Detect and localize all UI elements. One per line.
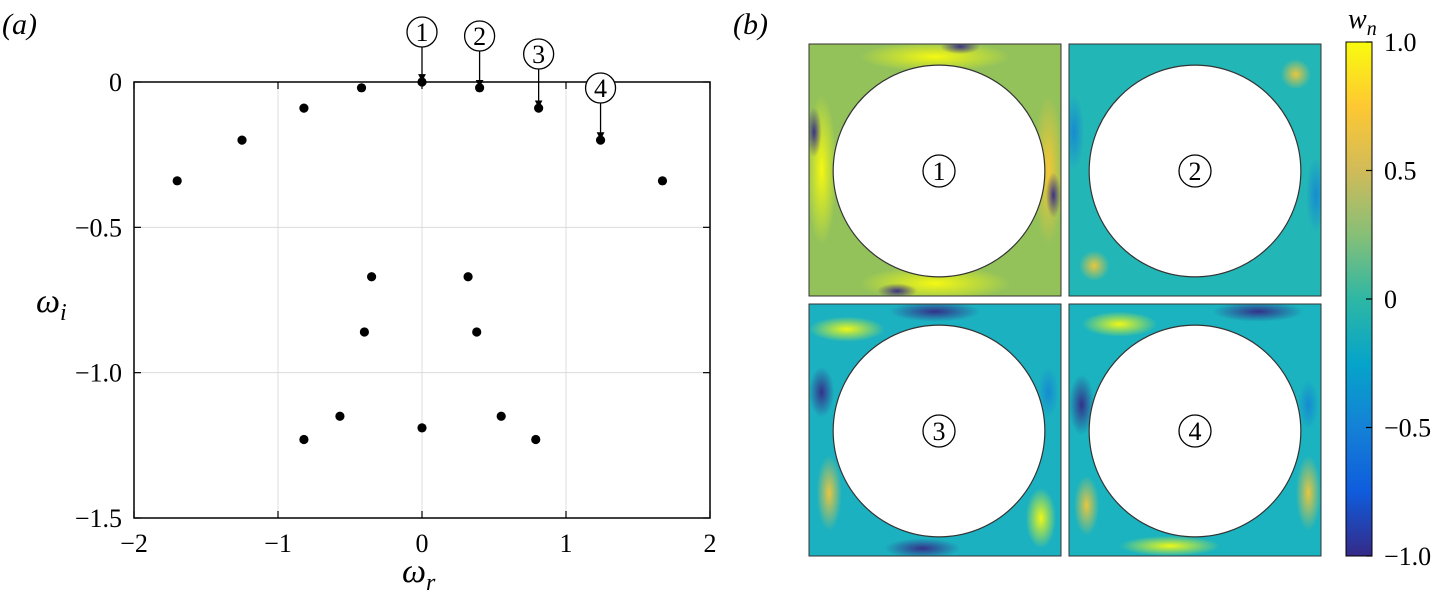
- y-tick-label: −0.5: [75, 213, 122, 242]
- mode-marker-label: 1: [416, 18, 429, 47]
- field-blob: [940, 44, 981, 55]
- field-blob: [1069, 94, 1085, 170]
- eigenvalue-point: [172, 176, 182, 186]
- mode-marker-label: 1: [933, 157, 946, 186]
- field-blob: [1045, 172, 1061, 218]
- mode-marker-label: 2: [1189, 157, 1202, 186]
- panel-b-fields: (b) 1 2 3 4 1.0 0.5 0 −0.5 −1.0 wn: [733, 4, 1431, 571]
- x-tick-label: 1: [560, 529, 573, 558]
- field-blob: [1074, 475, 1100, 536]
- x-tick-label: 2: [704, 529, 717, 558]
- mode-marker-circle: [922, 414, 956, 448]
- mode-marker-label: 2: [473, 22, 486, 51]
- eigenvalue-point: [595, 135, 606, 145]
- eigenvalue-point: [335, 411, 345, 421]
- x-tick-label: 0: [416, 529, 429, 558]
- field-blob: [1212, 304, 1304, 322]
- mode-annotations: 1 2 3 4: [406, 16, 617, 141]
- colorbar-ticks: 1.0 0.5 0 −0.5 −1.0: [1366, 28, 1431, 571]
- colorbar: 1.0 0.5 0 −0.5 −1.0 wn: [1345, 4, 1431, 571]
- field-blob: [1081, 311, 1158, 337]
- field-pattern: [1069, 304, 1321, 556]
- eigenvalue-point: [417, 423, 427, 433]
- mode-marker-label: 3: [933, 417, 946, 446]
- field-blob: [889, 304, 981, 322]
- field-blob: [809, 316, 885, 342]
- eigenvalue-point: [496, 411, 506, 421]
- mode-marker-label: 4: [1189, 417, 1202, 446]
- field-blob: [1038, 367, 1059, 418]
- field-blob: [1069, 374, 1095, 436]
- panel-a-scatter: (a) −2 −1 0 1 2 0 −0.5 −1.0 −1.5 1 2 3 4 ωr ωi: [2, 8, 717, 596]
- field-frame: [808, 43, 1062, 297]
- field-blob: [1079, 250, 1110, 281]
- field-blob: [1298, 379, 1319, 430]
- y-ticks: 0 −0.5 −1.0 −1.5: [75, 68, 710, 533]
- field-pattern: [809, 304, 1059, 556]
- y-tick-label: 0: [109, 68, 122, 97]
- field-tile: 2: [1068, 43, 1322, 297]
- mode-marker-circle: [1178, 414, 1212, 448]
- colorbar-label: wn: [1348, 4, 1377, 40]
- data-points: [172, 77, 668, 445]
- field-blob: [1119, 535, 1221, 556]
- x-tick-label: −1: [264, 529, 292, 558]
- colorbar-tick-label: 0: [1384, 285, 1397, 314]
- y-tick-label: −1.5: [75, 504, 122, 533]
- field-blob: [1305, 157, 1321, 233]
- panel-a-label: (a): [2, 8, 37, 41]
- x-axis-label: ωr: [402, 553, 436, 596]
- field-pattern: [809, 44, 1061, 296]
- eigenvalue-point: [531, 434, 541, 445]
- field-blob: [816, 455, 842, 531]
- mode-annotation: 4: [584, 72, 617, 141]
- eigenvalue-point: [534, 103, 544, 113]
- eigenvalue-point: [463, 272, 473, 282]
- eigenvalue-point: [299, 434, 309, 445]
- mode-annotation: 1: [406, 16, 438, 82]
- x-ticks: −2 −1 0 1 2: [120, 82, 717, 558]
- field-tile: 4: [1068, 303, 1322, 557]
- eigenvalue-point: [359, 327, 369, 337]
- eigenvalue-point: [417, 77, 427, 87]
- colorbar-tick-label: 1.0: [1384, 28, 1417, 57]
- field-blob: [1025, 487, 1056, 549]
- field-frame: [808, 303, 1062, 557]
- eigenvalue-point: [367, 272, 377, 282]
- field-blob: [877, 283, 918, 296]
- field-tile: 3: [808, 303, 1062, 557]
- mode-annotation: 2: [463, 20, 496, 88]
- mode-marker-label: 4: [594, 74, 607, 103]
- mode-marker-circle: [922, 154, 956, 188]
- y-axis-label: ωi: [36, 283, 67, 326]
- eigenvalue-point: [472, 327, 482, 337]
- field-frame: [1068, 303, 1322, 557]
- field-blob: [809, 107, 822, 158]
- eigenvalue-point: [237, 135, 247, 145]
- field-blob: [1280, 59, 1311, 90]
- colorbar-tick-label: −1.0: [1384, 542, 1431, 571]
- field-blob: [809, 367, 835, 418]
- mode-annotation: 3: [522, 38, 555, 109]
- x-tick-label: −2: [120, 529, 148, 558]
- eigenvalue-point: [299, 103, 309, 113]
- mode-marker-circle: [1178, 154, 1212, 188]
- grid-lines: [134, 82, 710, 518]
- mode-field-tiles: 1 2 3 4: [808, 43, 1322, 557]
- eigenvalue-point: [657, 176, 668, 186]
- y-tick-label: −1.0: [75, 359, 122, 388]
- panel-b-label: (b): [733, 8, 768, 41]
- eigenvalue-point: [475, 83, 485, 93]
- field-blob: [1295, 455, 1321, 531]
- mode-marker-label: 3: [532, 40, 545, 69]
- colorbar-tick-label: −0.5: [1384, 414, 1431, 443]
- colorbar-tick-label: 0.5: [1384, 157, 1417, 186]
- field-blob: [884, 538, 961, 556]
- field-pattern: [1069, 59, 1321, 281]
- field-frame: [1068, 43, 1322, 297]
- eigenvalue-point: [356, 83, 367, 93]
- field-tile: 1: [808, 43, 1062, 297]
